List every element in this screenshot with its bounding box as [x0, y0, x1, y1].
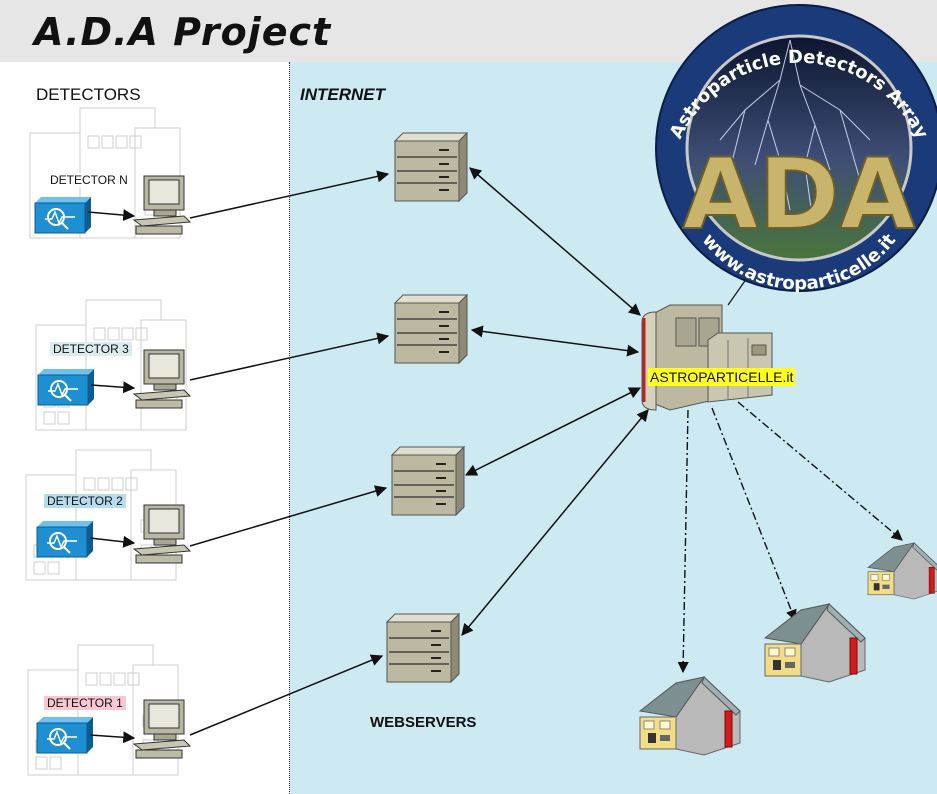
webserver-icon [386, 613, 460, 683]
webserver-icon [394, 132, 468, 202]
house-icon [867, 542, 937, 600]
detector-box-icon [37, 368, 95, 406]
detector-box-icon [34, 196, 92, 234]
detector-label: DETECTOR 3 [50, 342, 132, 356]
ada-logo: ADA Astroparticle Detectors Array www.as… [655, 4, 937, 294]
page-title: A.D.A Project [34, 10, 332, 54]
detector-site-1 [27, 644, 191, 776]
house-icon [639, 676, 741, 756]
mainframe-icon [641, 304, 773, 411]
internet-heading: INTERNET [300, 85, 385, 104]
detector-label: DETECTOR 1 [44, 696, 126, 710]
detector-site-2 [25, 449, 191, 581]
svg-text:ADA: ADA [682, 138, 915, 252]
detectors-heading: DETECTORS [36, 85, 141, 104]
webservers-label: WEBSERVERS [370, 714, 477, 731]
detector-box-icon [36, 716, 94, 754]
region-divider [289, 62, 290, 794]
central-server-label: ASTROPARTICELLE.it [648, 368, 796, 386]
detector-label: DETECTOR 2 [44, 494, 126, 508]
webserver-icon [394, 294, 468, 364]
detector-site-3 [35, 299, 191, 431]
webserver-icon [391, 446, 465, 516]
detector-label: DETECTOR N [47, 173, 131, 187]
house-icon [764, 603, 866, 683]
detector-box-icon [36, 520, 94, 558]
detector-site-n [29, 107, 191, 239]
